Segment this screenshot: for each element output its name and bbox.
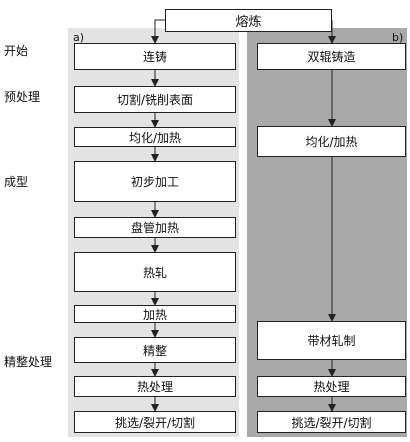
box-a-cut-mill-surface: 切割/铣削表面 <box>74 86 236 113</box>
panel-a-label: a) <box>73 31 85 44</box>
box-a-hot-rolling: 热轧 <box>74 252 236 292</box>
box-a-continuous-casting: 连铸 <box>74 43 236 70</box>
stage-finishing: 精整处理 <box>4 355 53 369</box>
stage-start: 开始 <box>4 44 29 58</box>
melting-box: 熔炼 <box>165 9 332 32</box>
box-a-initial-processing: 初步加工 <box>74 161 236 202</box>
arrow-melt-to-a <box>151 19 165 44</box>
box-b-strip-rolling: 带材轧制 <box>257 321 406 360</box>
box-a-heat-treatment: 热处理 <box>74 376 236 397</box>
box-b-select-split-cut: 挑选/裂开/切割 <box>257 411 406 433</box>
box-b-twin-roll-casting: 双辊铸造 <box>257 43 406 70</box>
panel-b-label: b) <box>392 31 404 44</box>
panel-b-twin-roll-route <box>247 28 407 437</box>
box-a-heating: 加热 <box>74 305 236 323</box>
stage-forming: 成型 <box>4 175 29 189</box>
box-a-homogenize-heat: 均化/加热 <box>74 127 236 147</box>
box-a-finishing: 精整 <box>74 337 236 363</box>
box-b-heat-treatment: 热处理 <box>257 376 406 397</box>
box-a-coil-heating: 盘管加热 <box>74 217 236 238</box>
box-a-select-split-cut: 挑选/裂开/切割 <box>74 411 236 433</box>
stage-pretreatment: 预处理 <box>4 90 41 104</box>
box-b-homogenize-heat: 均化/加热 <box>257 126 406 157</box>
